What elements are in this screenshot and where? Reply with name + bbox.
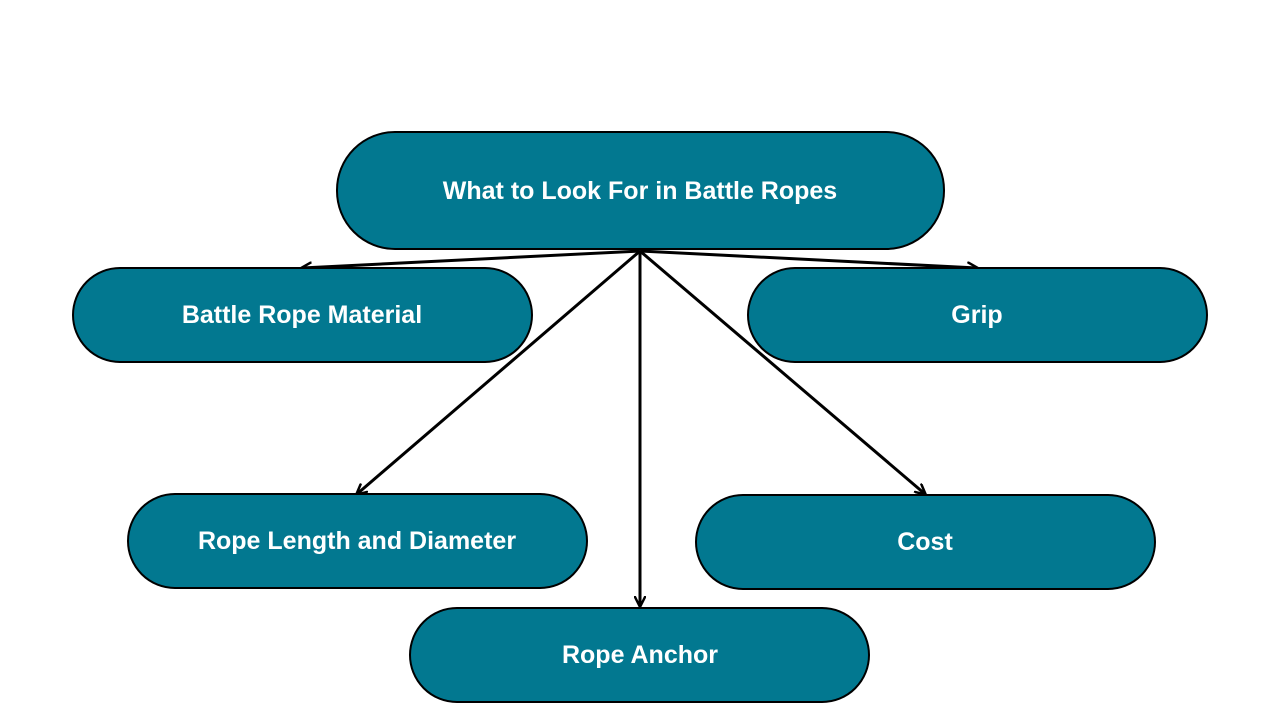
node-rope-length-and-diameter-shape bbox=[127, 493, 588, 589]
node-rope-anchor-shape bbox=[409, 607, 870, 703]
node-rope-anchor: Rope Anchor bbox=[409, 607, 870, 703]
node-root-what-to-look-for: What to Look For in Battle Ropes bbox=[336, 131, 945, 250]
node-rope-length-and-diameter-label: Rope Length and Diameter bbox=[198, 527, 516, 555]
node-grip-label: Grip bbox=[951, 301, 1002, 329]
node-rope-anchor-label: Rope Anchor bbox=[562, 641, 718, 669]
arrow-to-cost bbox=[639, 249, 925, 494]
node-cost-shape bbox=[695, 494, 1156, 590]
node-battle-rope-material-shape bbox=[72, 267, 533, 363]
arrow-to-battle-rope-material bbox=[302, 249, 641, 268]
node-cost: Cost bbox=[695, 494, 1156, 590]
node-grip-shape bbox=[747, 267, 1208, 363]
arrow-to-grip bbox=[639, 249, 977, 268]
node-grip: Grip bbox=[747, 267, 1208, 363]
node-battle-rope-material: Battle Rope Material bbox=[72, 267, 533, 363]
node-root-shape bbox=[336, 131, 945, 250]
connectors bbox=[302, 249, 977, 606]
node-root-label: What to Look For in Battle Ropes bbox=[443, 177, 837, 205]
node-battle-rope-material-label: Battle Rope Material bbox=[182, 301, 422, 329]
node-rope-length-and-diameter: Rope Length and Diameter bbox=[127, 493, 588, 589]
arrow-to-rope-length-and-diameter bbox=[357, 249, 641, 494]
node-cost-label: Cost bbox=[897, 528, 953, 556]
